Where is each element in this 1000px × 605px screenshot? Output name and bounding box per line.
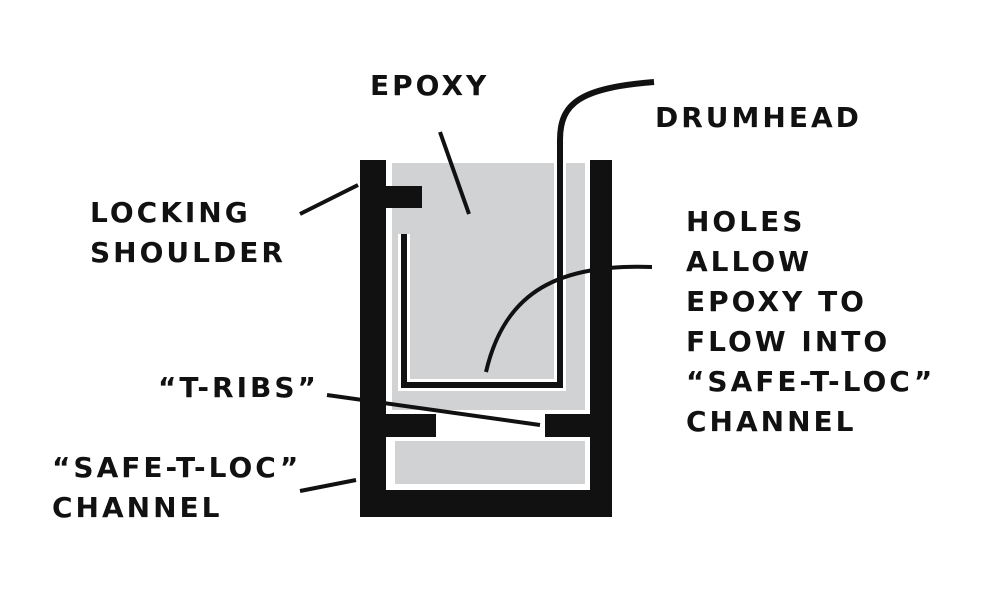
holes-line-1: HOLES [686,205,806,238]
channel-line-2: CHANNEL [52,491,223,524]
locking-shoulder-leader [299,183,359,216]
t-rib-right [545,414,590,437]
holes-leader [484,264,653,373]
channel-leader [299,478,357,493]
holes-line-2: ALLOW [686,245,813,278]
locking-shoulder-line-1: LOCKING [90,196,251,229]
drumhead-label: DRUMHEAD [655,98,862,138]
locking-shoulder [386,186,422,208]
epoxy-label-text: EPOXY [370,69,490,102]
drumhead-membrane [401,79,655,388]
epoxy-leader [438,131,471,215]
t-ribs-label-text: “T-RIBS” [158,371,319,404]
drumhead-label-text: DRUMHEAD [655,101,862,134]
channel-label: “SAFE-T-LOC” CHANNEL [52,448,301,528]
channel-left-wall [360,160,386,517]
locking-shoulder-line-2: SHOULDER [90,236,286,269]
t-ribs-leader [326,393,541,427]
t-ribs-label: “T-RIBS” [158,368,319,408]
channel-right-wall [590,160,612,517]
locking-shoulder-label: LOCKING SHOULDER [90,193,286,273]
epoxy-channel-region [395,441,585,484]
t-rib-left [386,414,436,437]
holes-line-5: “SAFE-T-LOC” [686,365,936,398]
epoxy-label: EPOXY [370,66,489,106]
holes-label: HOLES ALLOW EPOXY TO FLOW INTO “SAFE-T-L… [686,202,935,442]
channel-bottom [360,490,612,517]
channel-line-1: “SAFE-T-LOC” [52,451,302,484]
holes-line-3: EPOXY TO [686,285,867,318]
holes-line-4: FLOW INTO [686,325,891,358]
holes-line-6: CHANNEL [686,405,857,438]
